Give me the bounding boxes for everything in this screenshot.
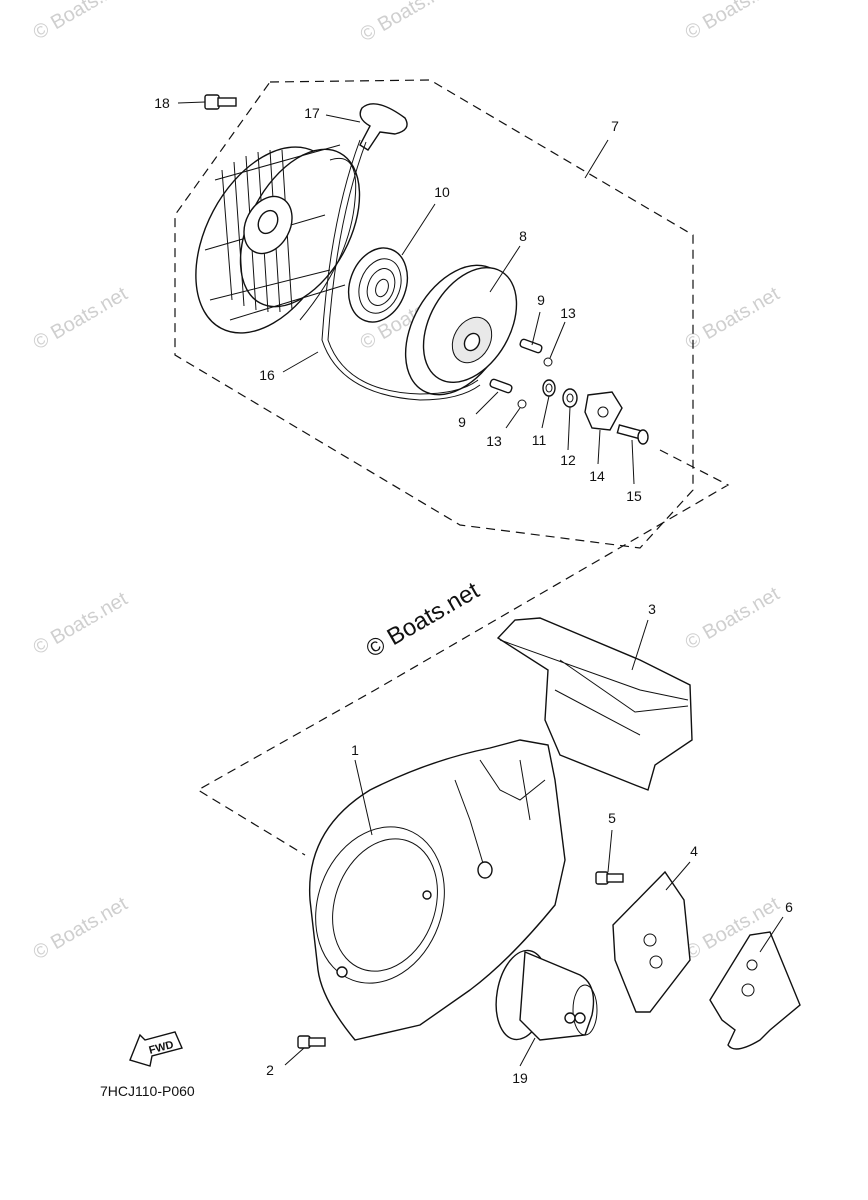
callout-10: 10 — [434, 184, 450, 200]
callout-6: 6 — [785, 899, 793, 915]
watermark: © Boats.net — [30, 0, 132, 44]
callouts: 1 2 3 4 5 6 7 8 9 9 10 11 12 13 13 14 15… — [154, 95, 793, 1086]
gasket-6 — [709, 931, 801, 1050]
washer-11 — [542, 379, 556, 397]
callout-2: 2 — [266, 1062, 274, 1078]
watermark: © Boats.net — [30, 893, 132, 965]
flywheel-cover — [308, 739, 566, 1041]
callout-3: 3 — [648, 601, 656, 617]
callout-14: 14 — [589, 468, 605, 484]
bolt-18 — [204, 94, 237, 110]
callout-9-lower: 9 — [458, 414, 466, 430]
callout-12: 12 — [560, 452, 576, 468]
leader-lines — [177, 101, 784, 1067]
starter-case — [195, 144, 361, 334]
starter-rope — [321, 139, 481, 401]
assembly-outline — [174, 79, 730, 856]
starter-handle — [359, 103, 408, 151]
cover-3 — [496, 617, 693, 791]
watermark: © Boats.net — [30, 283, 132, 355]
callout-19: 19 — [512, 1070, 528, 1086]
watermark: © Boats.net — [30, 588, 132, 660]
callout-7: 7 — [611, 118, 619, 134]
plate-4 — [612, 870, 691, 1013]
watermark: © Boats.net — [682, 283, 784, 355]
bushing-12 — [562, 388, 578, 408]
callout-13-upper: 13 — [560, 305, 576, 321]
spiral-spring — [347, 247, 409, 323]
callout-13-lower: 13 — [486, 433, 502, 449]
pawl-springs — [517, 357, 553, 409]
watermark-center: © Boats.net — [362, 577, 485, 663]
callout-9-upper: 9 — [537, 292, 545, 308]
reel-drum — [404, 264, 518, 396]
watermark: © Boats.net — [357, 0, 459, 46]
starter-motor — [495, 949, 598, 1041]
callout-11: 11 — [532, 432, 547, 448]
bolt-2 — [297, 1035, 326, 1049]
drawing-code: 7HCJ110-P060 — [100, 1083, 195, 1099]
screw-15 — [616, 424, 649, 445]
callout-18: 18 — [154, 95, 170, 111]
callout-4: 4 — [690, 843, 698, 859]
callout-5: 5 — [608, 810, 616, 826]
callout-1: 1 — [351, 742, 359, 758]
watermark: © Boats.net — [682, 583, 784, 655]
watermark: © Boats.net — [682, 0, 784, 44]
callout-16: 16 — [259, 367, 275, 383]
callout-15: 15 — [626, 488, 642, 504]
drive-plate — [584, 391, 623, 431]
fwd-arrow-icon: FWD — [129, 1031, 183, 1067]
callout-8: 8 — [519, 228, 527, 244]
callout-17: 17 — [304, 105, 320, 121]
bolt-5 — [595, 871, 624, 885]
